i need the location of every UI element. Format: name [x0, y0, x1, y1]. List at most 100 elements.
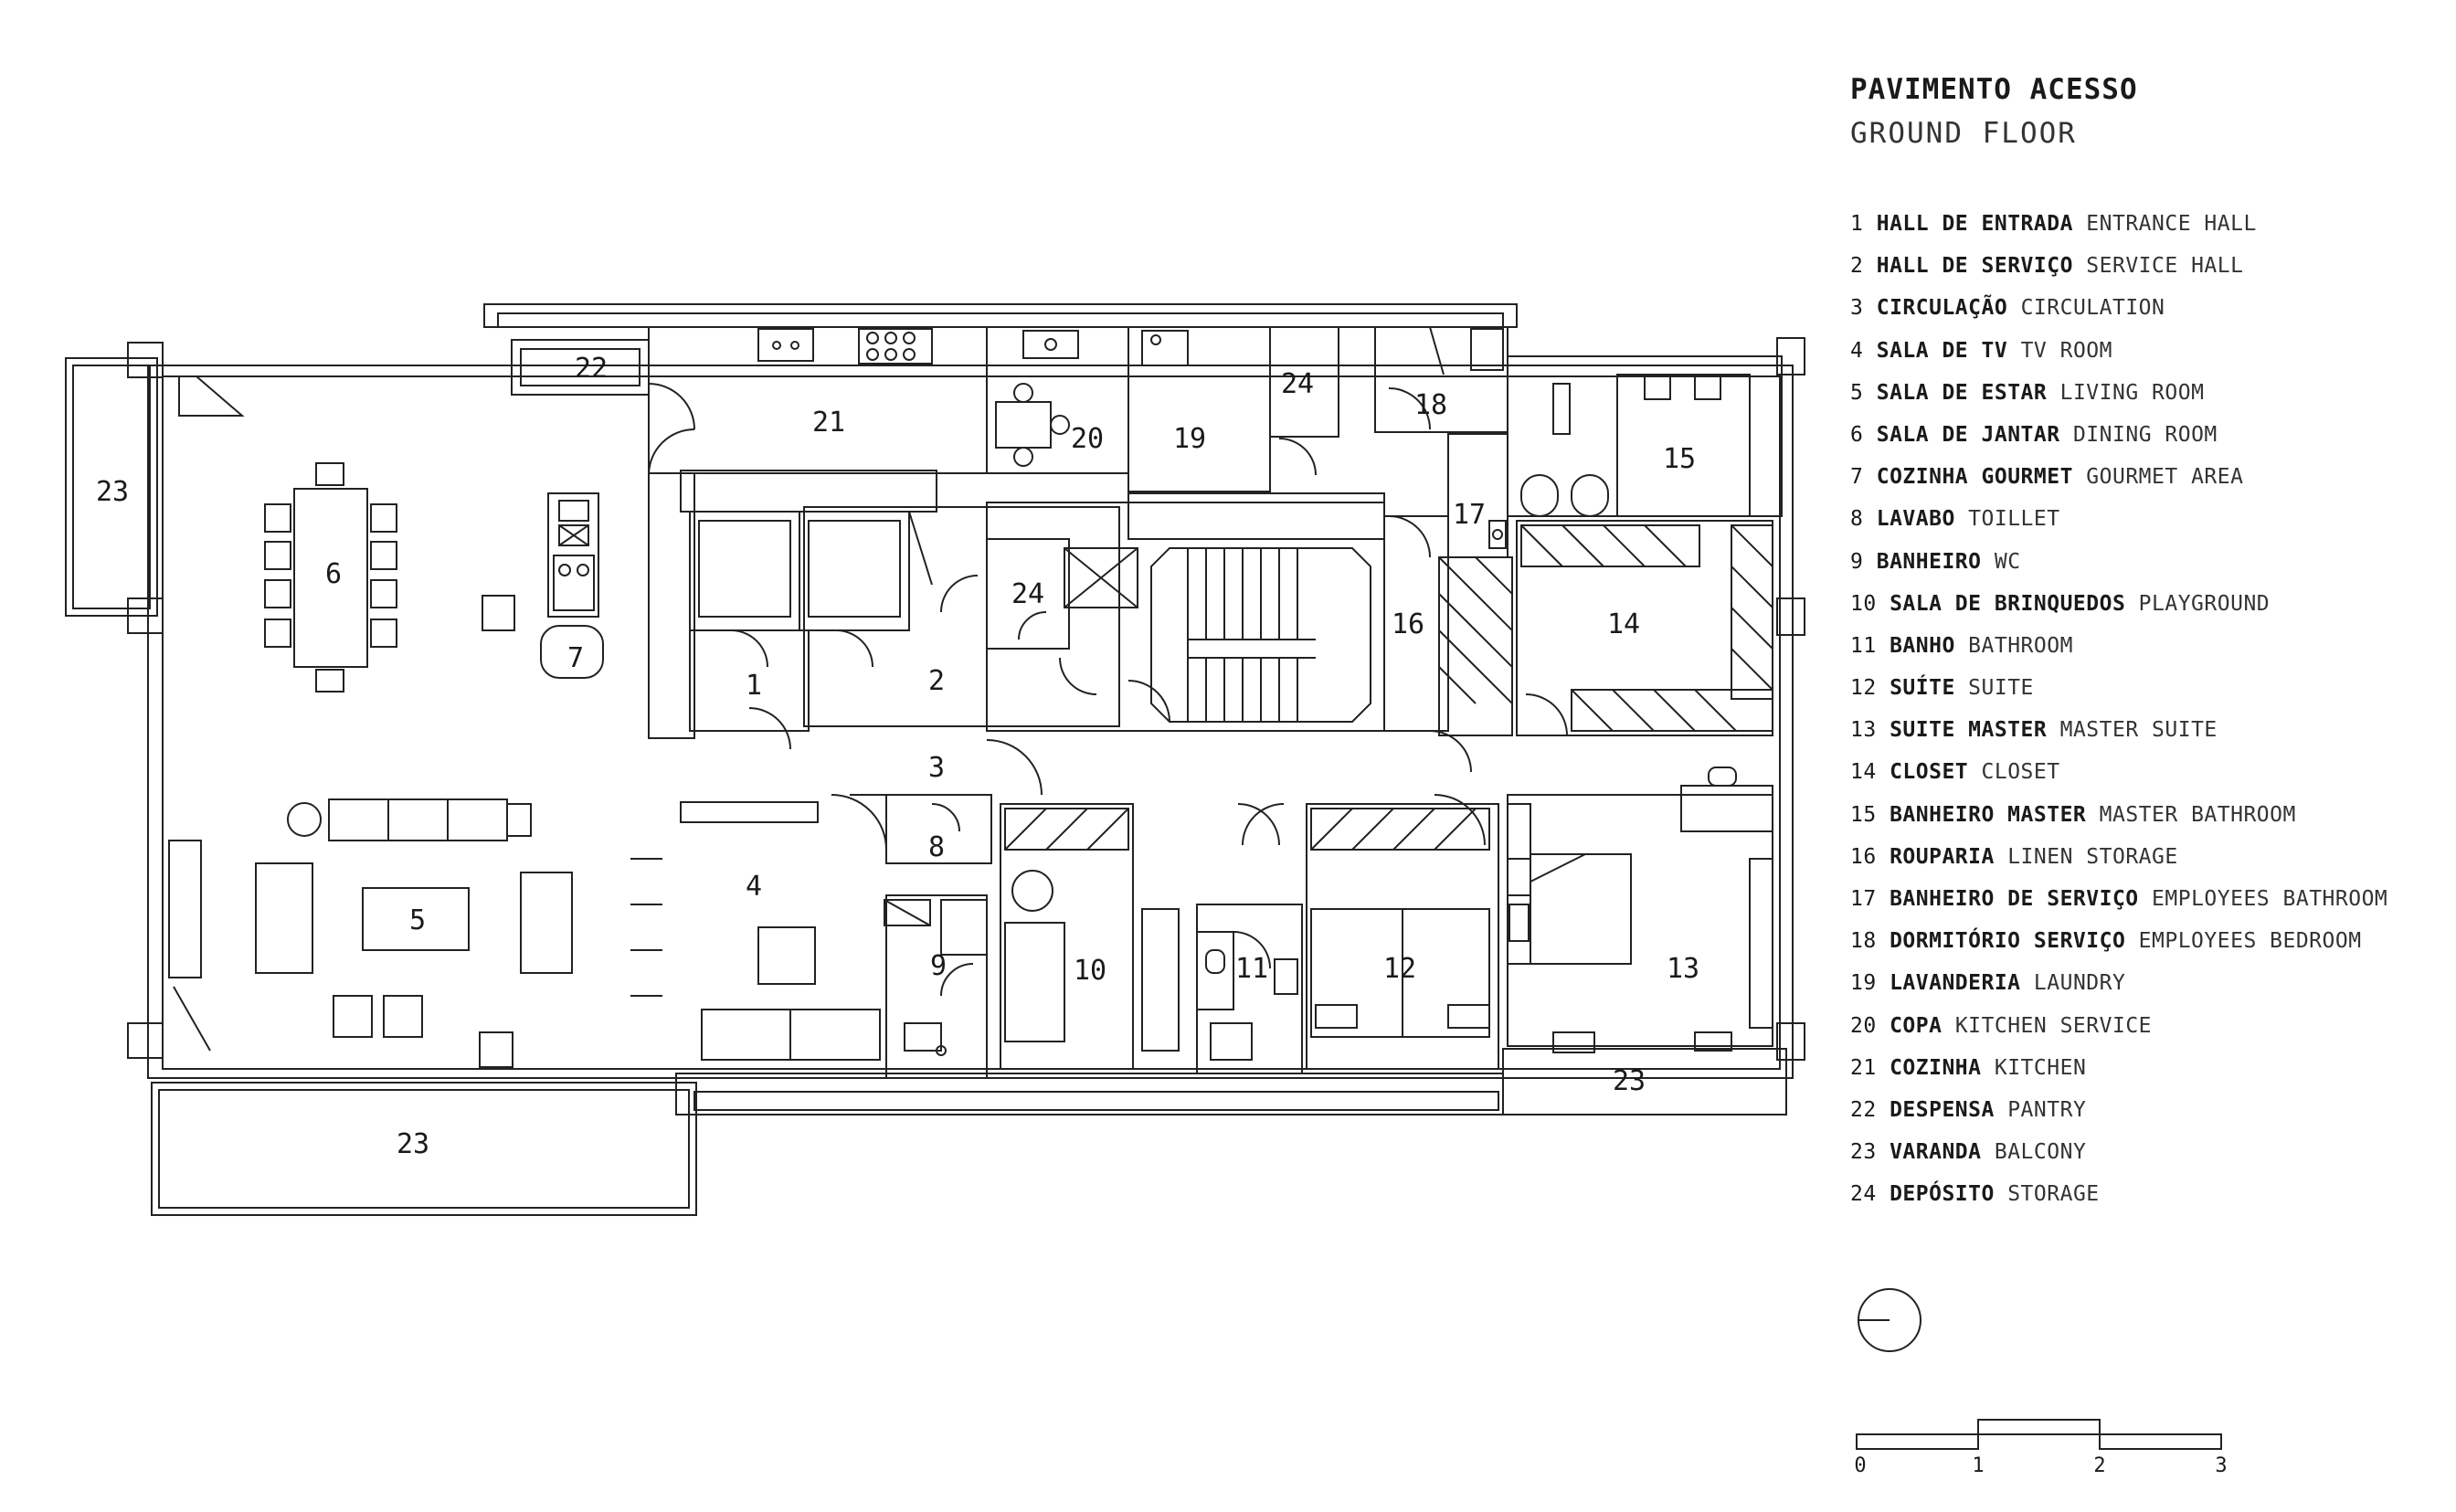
pillar: [127, 597, 164, 634]
legend-name-en: MASTER BATHROOM: [2099, 802, 2296, 827]
legend-item: 11 BANHO BATHROOM: [1850, 625, 2435, 667]
legend-item: 12 SUÍTE SUITE: [1850, 667, 2435, 709]
entrance-hall: [689, 629, 810, 732]
room-label-24-core: 24: [1011, 578, 1044, 610]
room-label-1: 1: [746, 670, 762, 702]
pillar: [1776, 597, 1805, 636]
legend-number: 22: [1850, 1097, 1877, 1122]
legend-name-pt: SALA DE ESTAR: [1876, 380, 2048, 405]
room-label-16: 16: [1392, 608, 1424, 640]
room-label-13: 13: [1667, 953, 1699, 985]
room-label-4: 4: [746, 871, 762, 903]
legend-panel: PAVIMENTO ACESSO GROUND FLOOR 1 HALL DE …: [1850, 73, 2435, 1216]
legend-item: 7 COZINHA GOURMET GOURMET AREA: [1850, 456, 2435, 498]
legend-item: 22 DESPENSA PANTRY: [1850, 1089, 2435, 1131]
scale-label-2: 2: [2093, 1454, 2105, 1475]
closet: [1516, 520, 1773, 736]
room-label-22: 22: [575, 353, 608, 385]
room-label-11: 11: [1235, 953, 1268, 985]
elevator: [689, 511, 800, 631]
plan-subtitle: GROUND FLOOR: [1850, 117, 2077, 150]
dining-table: [293, 488, 368, 668]
lavabo: [885, 794, 992, 864]
pillar: [127, 342, 164, 378]
legend-number: 4: [1850, 338, 1864, 363]
legend-item: 21 COZINHA KITCHEN: [1850, 1047, 2435, 1089]
legend-number: 2: [1850, 254, 1864, 279]
legend-number: 21: [1850, 1055, 1877, 1080]
legend-number: 17: [1850, 887, 1877, 911]
legend-name-en: BATHROOM: [1968, 633, 2073, 658]
legend-item: 4 SALA DE TV TV ROOM: [1850, 330, 2435, 372]
room-label-23-right: 23: [1613, 1065, 1646, 1097]
legend-number: 23: [1850, 1140, 1877, 1165]
legend-name-pt: SALA DE TV: [1876, 338, 2008, 363]
legend-name-en: PLAYGROUND: [2138, 591, 2271, 616]
legend-name-pt: HALL DE SERVIÇO: [1876, 254, 2073, 279]
legend-name-pt: COZINHA: [1890, 1055, 1982, 1080]
legend-name-pt: COZINHA GOURMET: [1876, 465, 2073, 490]
desk: [1680, 785, 1773, 832]
legend-number: 7: [1850, 465, 1864, 490]
legend-number: 15: [1850, 802, 1877, 827]
legend-name-en: EMPLOYEES BEDROOM: [2138, 929, 2362, 954]
legend-number: 16: [1850, 844, 1877, 869]
legend-name-pt: VARANDA: [1890, 1140, 1982, 1165]
kitchen-facade: [483, 303, 1518, 328]
legend-name-pt: SUÍTE: [1890, 676, 1955, 701]
copa: [986, 326, 1129, 474]
legend-item: 23 VARANDA BALCONY: [1850, 1131, 2435, 1173]
legend-name-en: DINING ROOM: [2072, 422, 2218, 447]
floor-plan: 1 2 3 4 5 6 7 8 9 10 11 12 13 14 15 16 1…: [65, 303, 1805, 1216]
sofa: [328, 798, 508, 841]
legend-name-en: WC: [1994, 549, 2021, 574]
legend-name-pt: SALA DE BRINQUEDOS: [1890, 591, 2126, 616]
armchair: [255, 862, 313, 974]
legend-number: 5: [1850, 380, 1864, 405]
legend-name-pt: SALA DE JANTAR: [1876, 422, 2060, 447]
legend-number: 9: [1850, 549, 1864, 574]
legend-name-en: CLOSET: [1981, 760, 2060, 785]
legend-item: 16 ROUPARIA LINEN STORAGE: [1850, 836, 2435, 878]
legend-name-en: TOILLET: [1968, 507, 2060, 532]
elevator: [799, 511, 910, 631]
legend-number: 6: [1850, 422, 1864, 447]
legend-name-pt: CLOSET: [1890, 760, 1969, 785]
legend-name-pt: BANHEIRO: [1876, 549, 1982, 574]
storage-top: [1269, 326, 1339, 438]
left-balcony: [65, 357, 158, 617]
legend-number: 3: [1850, 296, 1864, 321]
laundry: [1127, 326, 1271, 492]
legend-name-pt: DESPENSA: [1890, 1097, 1995, 1122]
storage-core: [986, 538, 1070, 650]
legend-name-pt: BANHEIRO DE SERVIÇO: [1890, 887, 2139, 911]
plan-title: PAVIMENTO ACESSO: [1850, 73, 2138, 106]
room-label-8: 8: [928, 831, 945, 863]
service-hall: [803, 506, 1120, 727]
master-suite: [1507, 794, 1773, 1047]
legend-name-en: KITCHEN: [1994, 1055, 2087, 1080]
legend-item: 3 CIRCULAÇÃO CIRCULATION: [1850, 287, 2435, 329]
legend-number: 19: [1850, 971, 1877, 996]
bottom-balcony: [151, 1082, 697, 1216]
playground: [1000, 803, 1134, 1070]
legend-name-en: LIVING ROOM: [2059, 380, 2205, 405]
legend-name-pt: DEPÓSITO: [1890, 1182, 1995, 1207]
room-label-14: 14: [1607, 608, 1640, 640]
legend-item: 15 BANHEIRO MASTER MASTER BATHROOM: [1850, 794, 2435, 836]
legend-name-en: LINEN STORAGE: [2007, 844, 2178, 869]
legend-item: 24 DEPÓSITO STORAGE: [1850, 1173, 2435, 1215]
kitchen: [648, 326, 988, 474]
scale-label-1: 1: [1972, 1454, 1984, 1475]
legend-name-pt: ROUPARIA: [1890, 844, 1995, 869]
tv-cabinet: [680, 801, 819, 823]
legend-name-pt: BANHO: [1890, 633, 1955, 658]
legend-name-en: BALCONY: [1994, 1140, 2087, 1165]
room-label-23-bottom: 23: [397, 1128, 429, 1160]
room-label-9: 9: [930, 950, 947, 982]
room-label-5: 5: [409, 904, 426, 936]
legend-number: 24: [1850, 1182, 1877, 1207]
pillar: [1776, 1022, 1805, 1061]
room-label-24-top: 24: [1281, 368, 1314, 400]
